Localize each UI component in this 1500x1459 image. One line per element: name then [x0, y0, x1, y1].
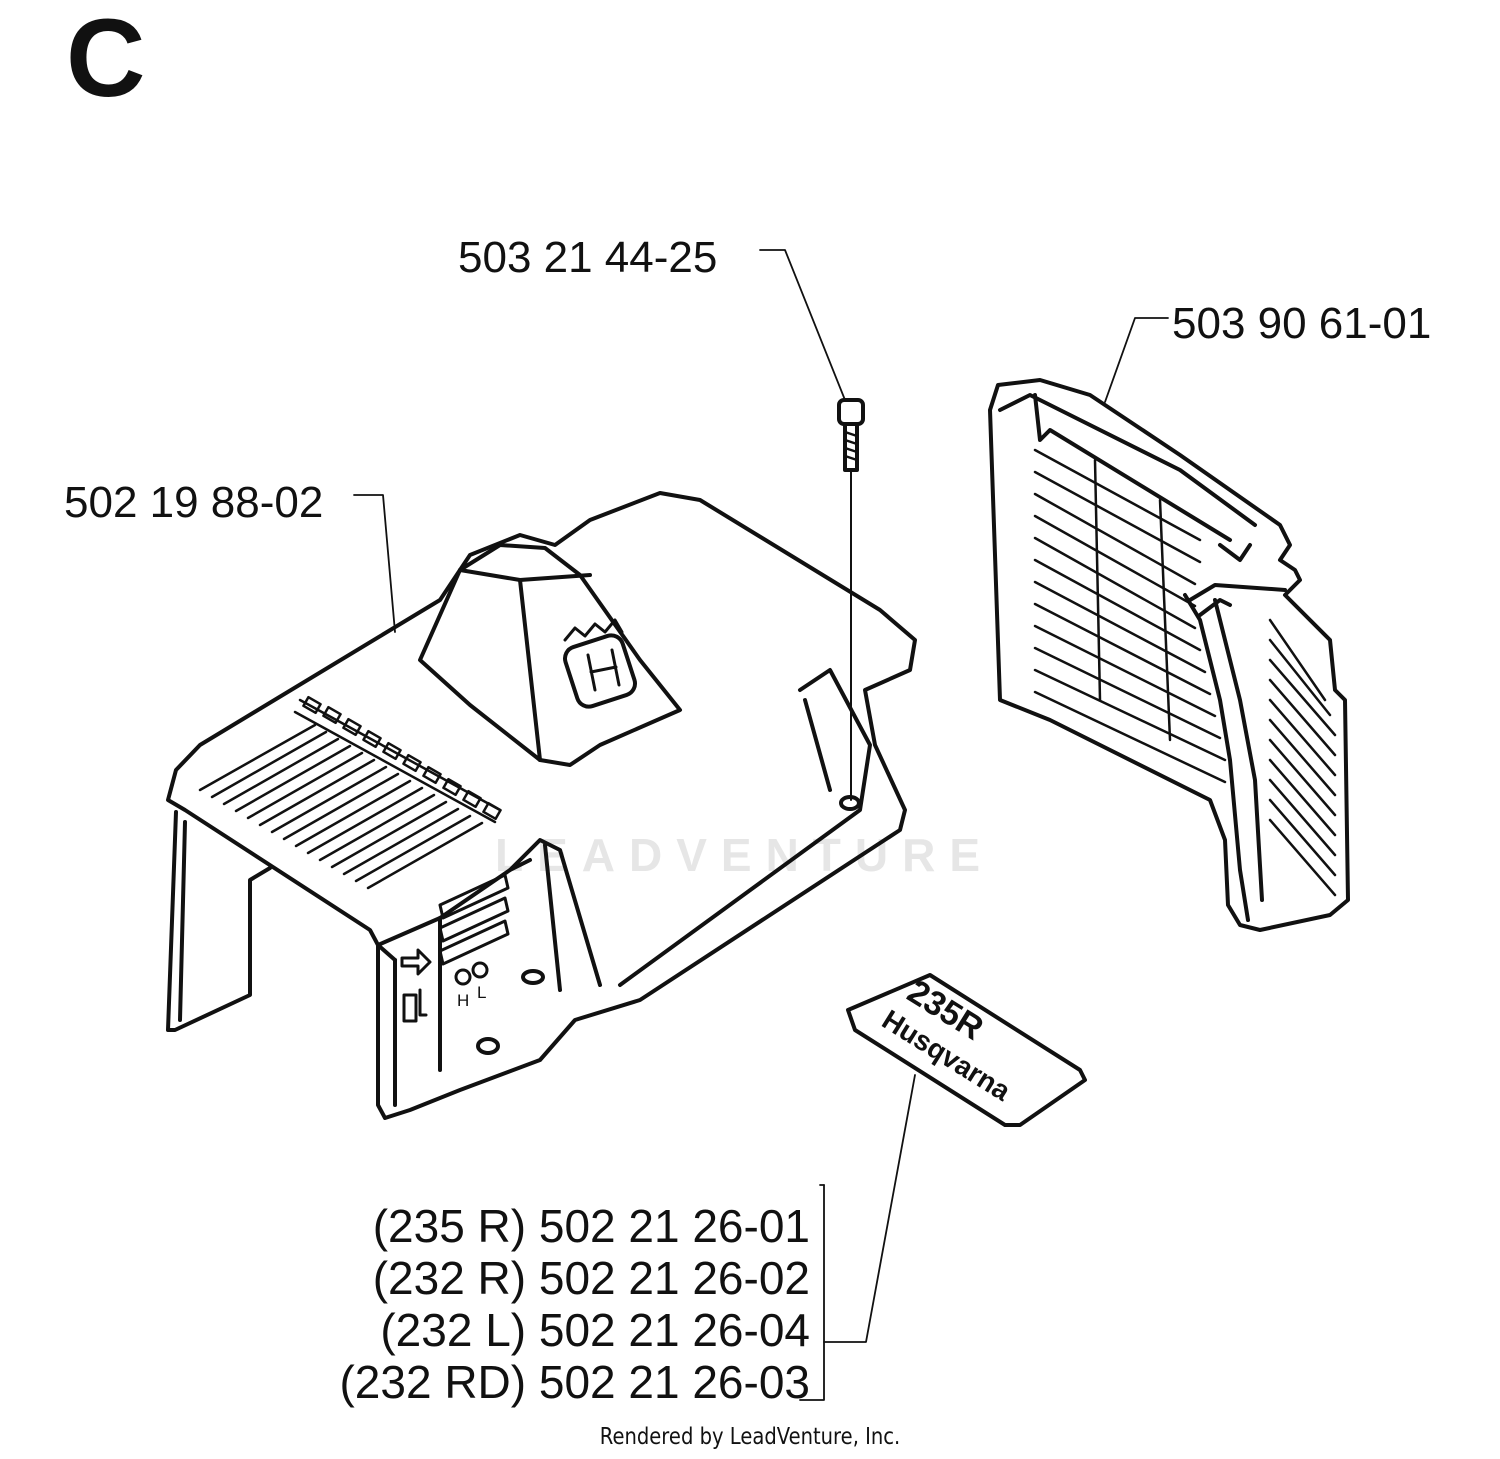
callout-screw: 503 21 44-25: [458, 233, 718, 282]
decal-drawing: [846, 973, 1087, 1127]
leader-lines: [353, 249, 1169, 1401]
watermark-text: LEADVENTURE: [495, 829, 995, 881]
decal-part-row: (232 R) 502 21 26-02: [372, 1252, 810, 1304]
cover-l-marking: L: [477, 983, 486, 1002]
screw-drawing: [837, 398, 865, 801]
cylinder-cover-drawing: [166, 491, 917, 1120]
callout-cylinder-cover: 502 19 88-02: [64, 478, 324, 527]
decal-part-list: (235 R) 502 21 26-01 (232 R) 502 21 26-0…: [339, 1200, 810, 1408]
footer-credit: Rendered by LeadVenture, Inc.: [599, 1424, 901, 1450]
decal-part-row: (232 L) 502 21 26-04: [380, 1304, 810, 1356]
decal-part-row: (235 R) 502 21 26-01: [372, 1200, 810, 1252]
callout-air-filter-cover: 503 90 61-01: [1172, 299, 1432, 348]
section-letter: C: [66, 0, 146, 120]
cover-h-marking: H: [457, 991, 469, 1010]
air-filter-cover-drawing: [988, 378, 1350, 932]
decal-part-row: (232 RD) 502 21 26-03: [339, 1356, 810, 1408]
